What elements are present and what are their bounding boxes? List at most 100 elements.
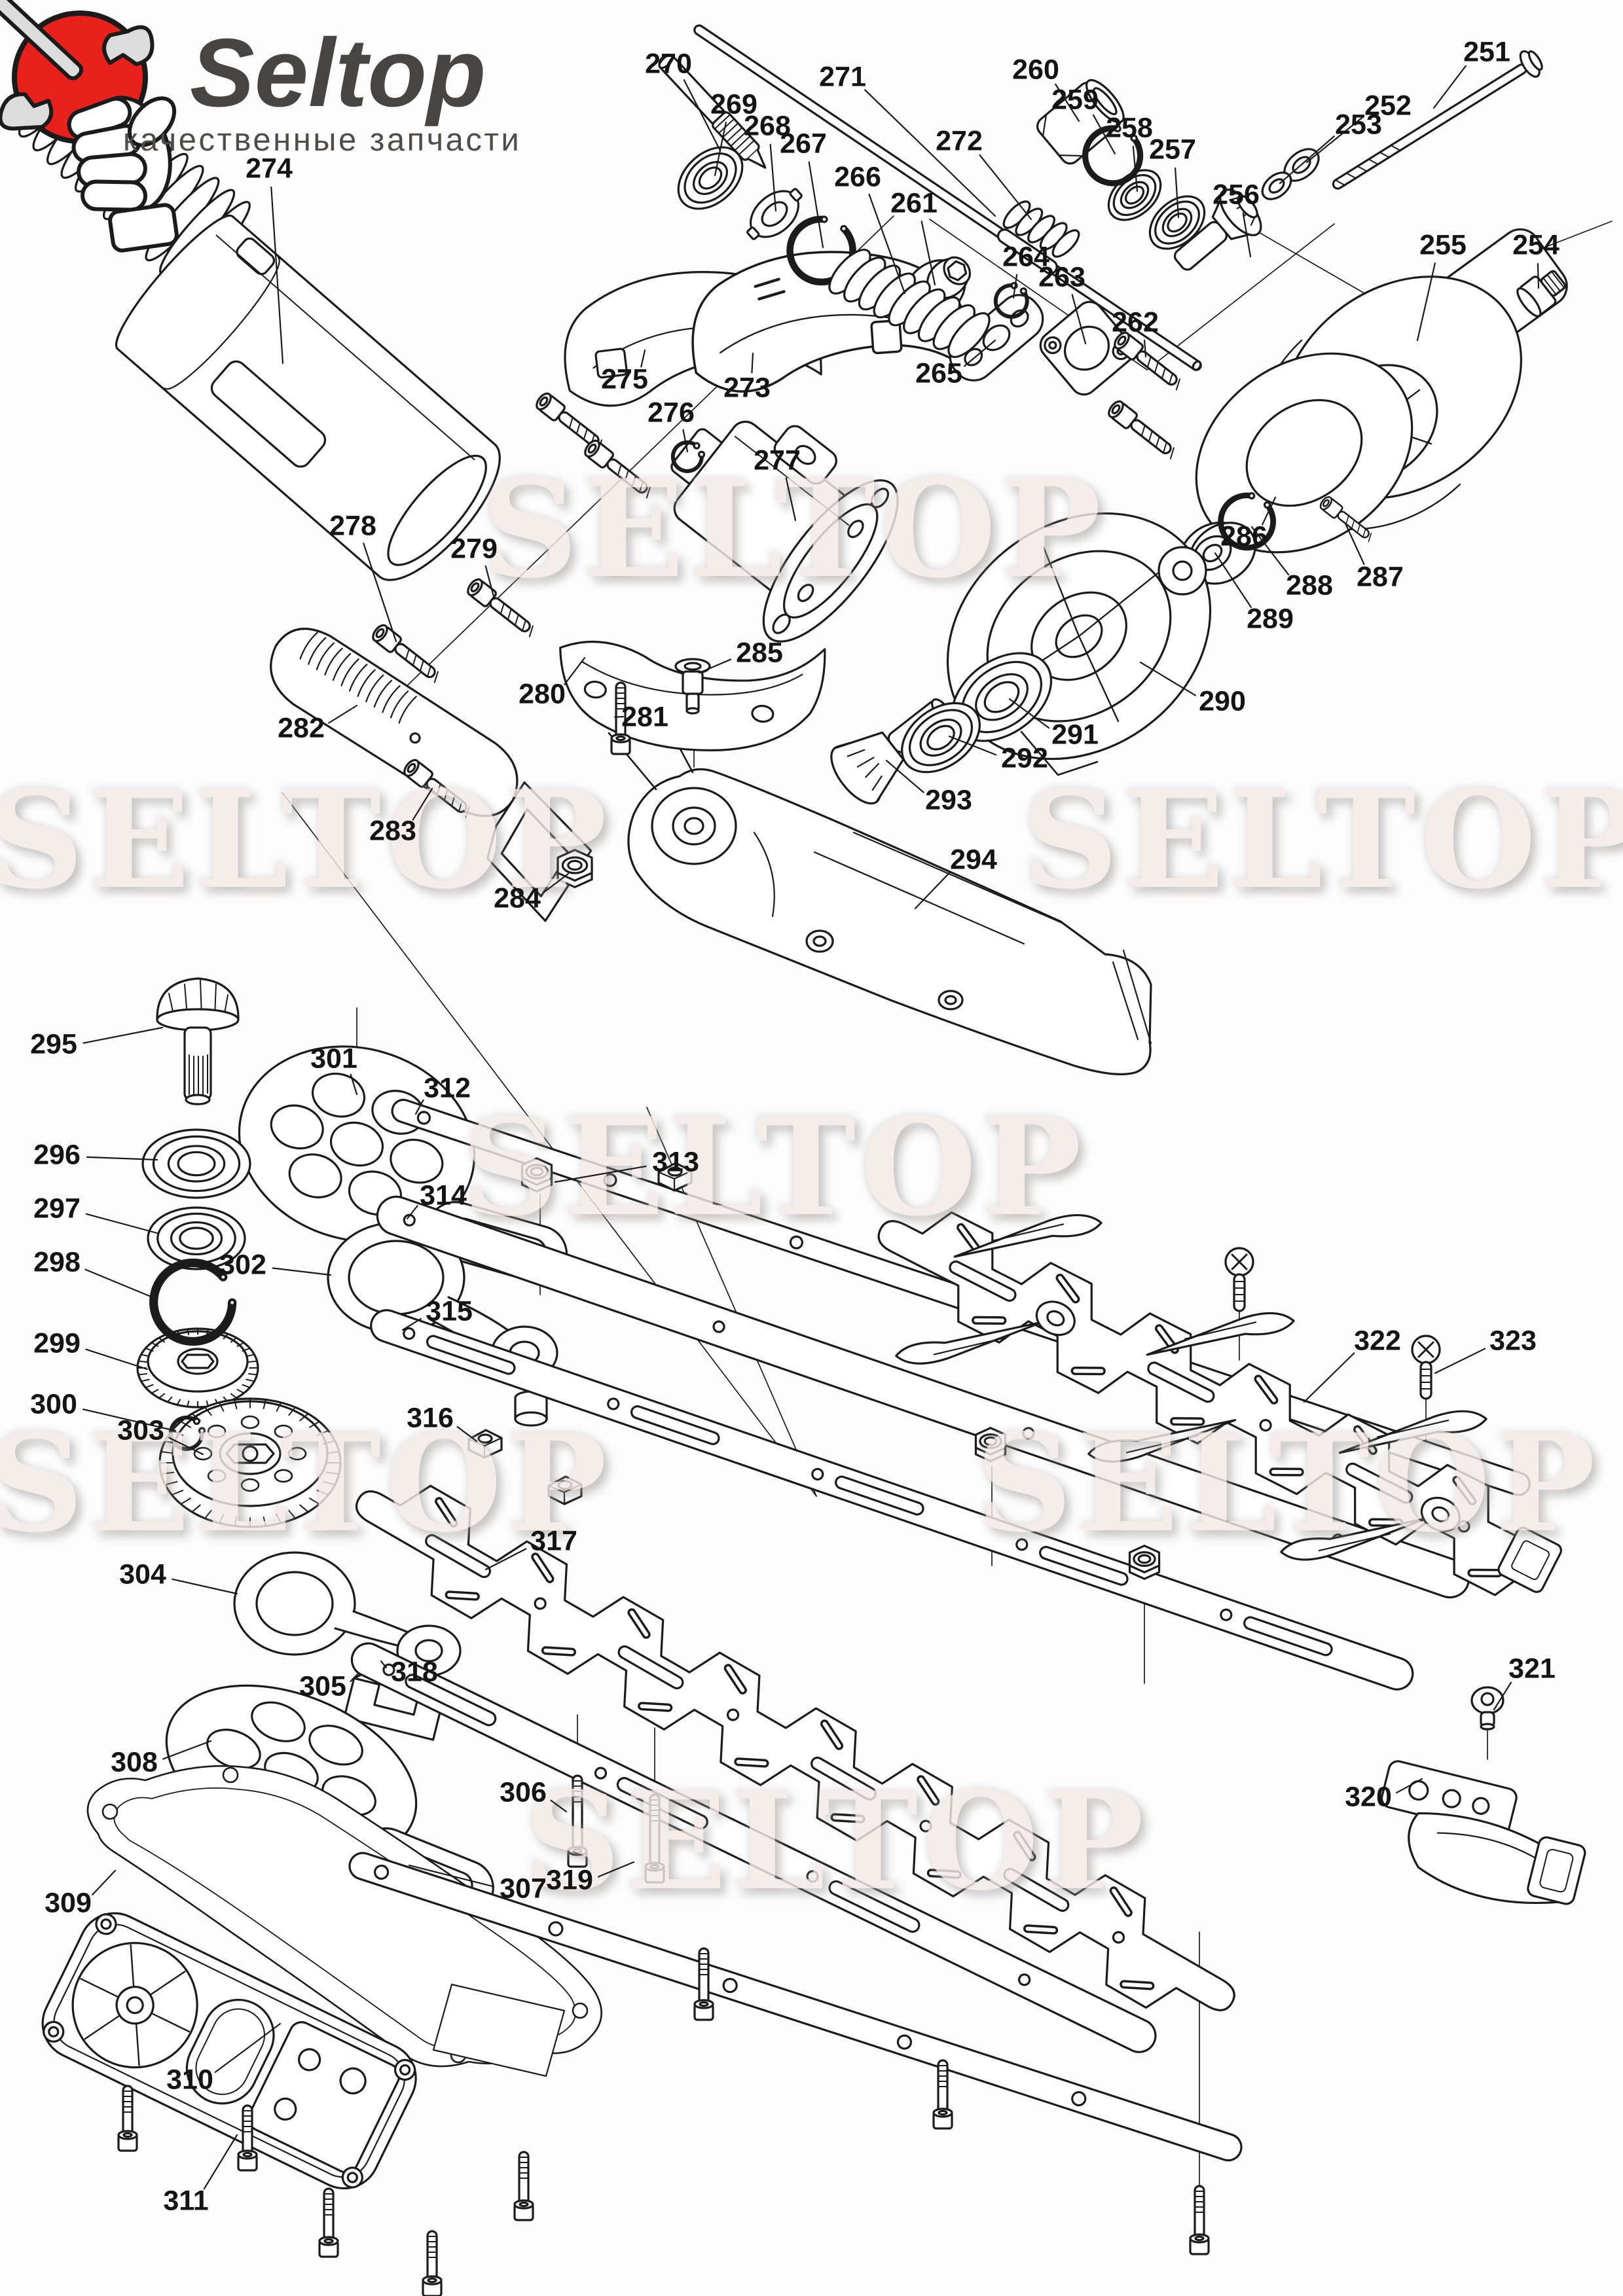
guard-disc-286 [1195,352,1413,554]
leader-line-287 [1344,522,1365,565]
part-label-266: 266 [834,161,881,192]
leader-line-259 [1092,114,1116,155]
part-label-288: 288 [1286,569,1333,601]
leader-line-307 [408,1864,495,1888]
leader-line-282 [328,704,358,724]
leader-line-264 [1012,274,1018,299]
part-label-278: 278 [329,510,376,541]
part-label-307: 307 [500,1873,547,1904]
case-screw [610,681,631,755]
part-label-293: 293 [925,784,972,816]
branch-guard-finger [1087,1419,1237,1463]
branch-guard-finger [1146,1312,1295,1356]
leader-line-301 [350,1073,358,1096]
part-label-317: 317 [530,1525,577,1556]
case-screw [117,2085,138,2152]
leader-line-276 [682,429,689,453]
leader-line-268 [769,143,777,212]
part-label-297: 297 [33,1193,81,1224]
leader-line-251 [1432,65,1467,109]
part-label-302: 302 [219,1249,266,1280]
socket-screw [467,578,534,637]
leader-line-321 [1493,1681,1512,1711]
part-label-255: 255 [1419,229,1467,260]
leader-line-305 [350,1672,360,1683]
gear-299 [136,1327,259,1408]
leader-line-315 [401,1318,422,1331]
leader-line-311 [203,2134,238,2190]
leader-line-263 [1071,294,1087,345]
part-label-257: 257 [1149,134,1196,165]
leader-line-253 [1279,135,1335,185]
leader-line-270 [683,79,721,152]
part-label-310: 310 [166,2064,213,2095]
button-screw [1470,1686,1504,1731]
socket-screw [1319,496,1372,543]
square-nut [657,1162,693,1192]
lock-nut [556,849,593,888]
leader-line-277 [785,477,797,522]
tab-washer-268 [746,188,803,240]
leader-line-285 [698,658,732,674]
leader-line-272 [979,154,1032,221]
part-label-305: 305 [299,1670,346,1702]
clamp-housing-277 [670,420,899,643]
branch-guard-finger [895,1321,1044,1365]
part-label-275: 275 [601,363,648,395]
lock-nut [520,1157,553,1193]
square-nut [467,1429,503,1459]
leader-line-319 [597,1861,635,1878]
leader-line-304 [172,1578,238,1595]
part-label-303: 303 [117,1414,164,1446]
leader-line-306 [550,1799,568,1813]
tip-guard-320 [1380,1760,1586,1905]
ball-bearing [1148,195,1206,250]
leader-line-291 [1008,698,1050,729]
hardware-fasteners [117,124,1504,2296]
part-label-289: 289 [1247,603,1294,634]
part-label-314: 314 [420,1179,467,1211]
leader-line-266 [868,193,906,295]
slotted-plate-318 [350,1642,1157,2053]
leader-line-316 [456,1426,478,1443]
leader-line-280 [564,656,586,685]
leader-line-289 [1214,552,1252,608]
part-label-264: 264 [1002,241,1049,272]
leader-line-323 [1434,1348,1486,1374]
shaft-pipe [115,214,501,581]
plug-254 [1516,270,1567,317]
leader-line-286 [1262,496,1277,526]
part-label-298: 298 [33,1246,81,1278]
leader-line-265 [964,339,996,367]
ball-bearing [677,146,744,210]
part-label-301: 301 [310,1043,357,1074]
spindle-knob-295 [156,977,240,1105]
leader-line-283 [412,787,433,821]
leader-line-262 [1143,339,1147,358]
leader-line-271 [864,89,996,217]
branch-guard-finger [1280,1516,1429,1561]
part-label-313: 313 [652,1146,699,1177]
part-label-276: 276 [647,397,695,428]
drive-shaft-270 [658,54,767,169]
part-label-316: 316 [407,1402,454,1433]
lower-blade-317 [355,1484,1235,2011]
leader-line-260 [1055,83,1080,122]
leader-line-274 [270,186,284,365]
leader-line-308 [162,1740,212,1760]
blade-case-arm-294 [608,715,1152,1075]
long-rod-271 [693,24,1202,371]
part-label-254: 254 [1512,229,1559,260]
part-label-311: 311 [163,2185,208,2216]
part-number-labels: 2512522532542552562572582592602612622632… [30,36,1559,2216]
gear-case-tray-310 [41,1912,417,2190]
snap-ring [1082,124,1144,187]
part-label-285: 285 [736,637,783,668]
part-label-279: 279 [450,533,498,564]
leader-line-296 [86,1156,158,1161]
leader-line-273 [751,352,754,374]
upper-blade-322 [877,1211,1562,1596]
part-label-268: 268 [744,110,791,141]
case-screw [693,1947,714,2021]
